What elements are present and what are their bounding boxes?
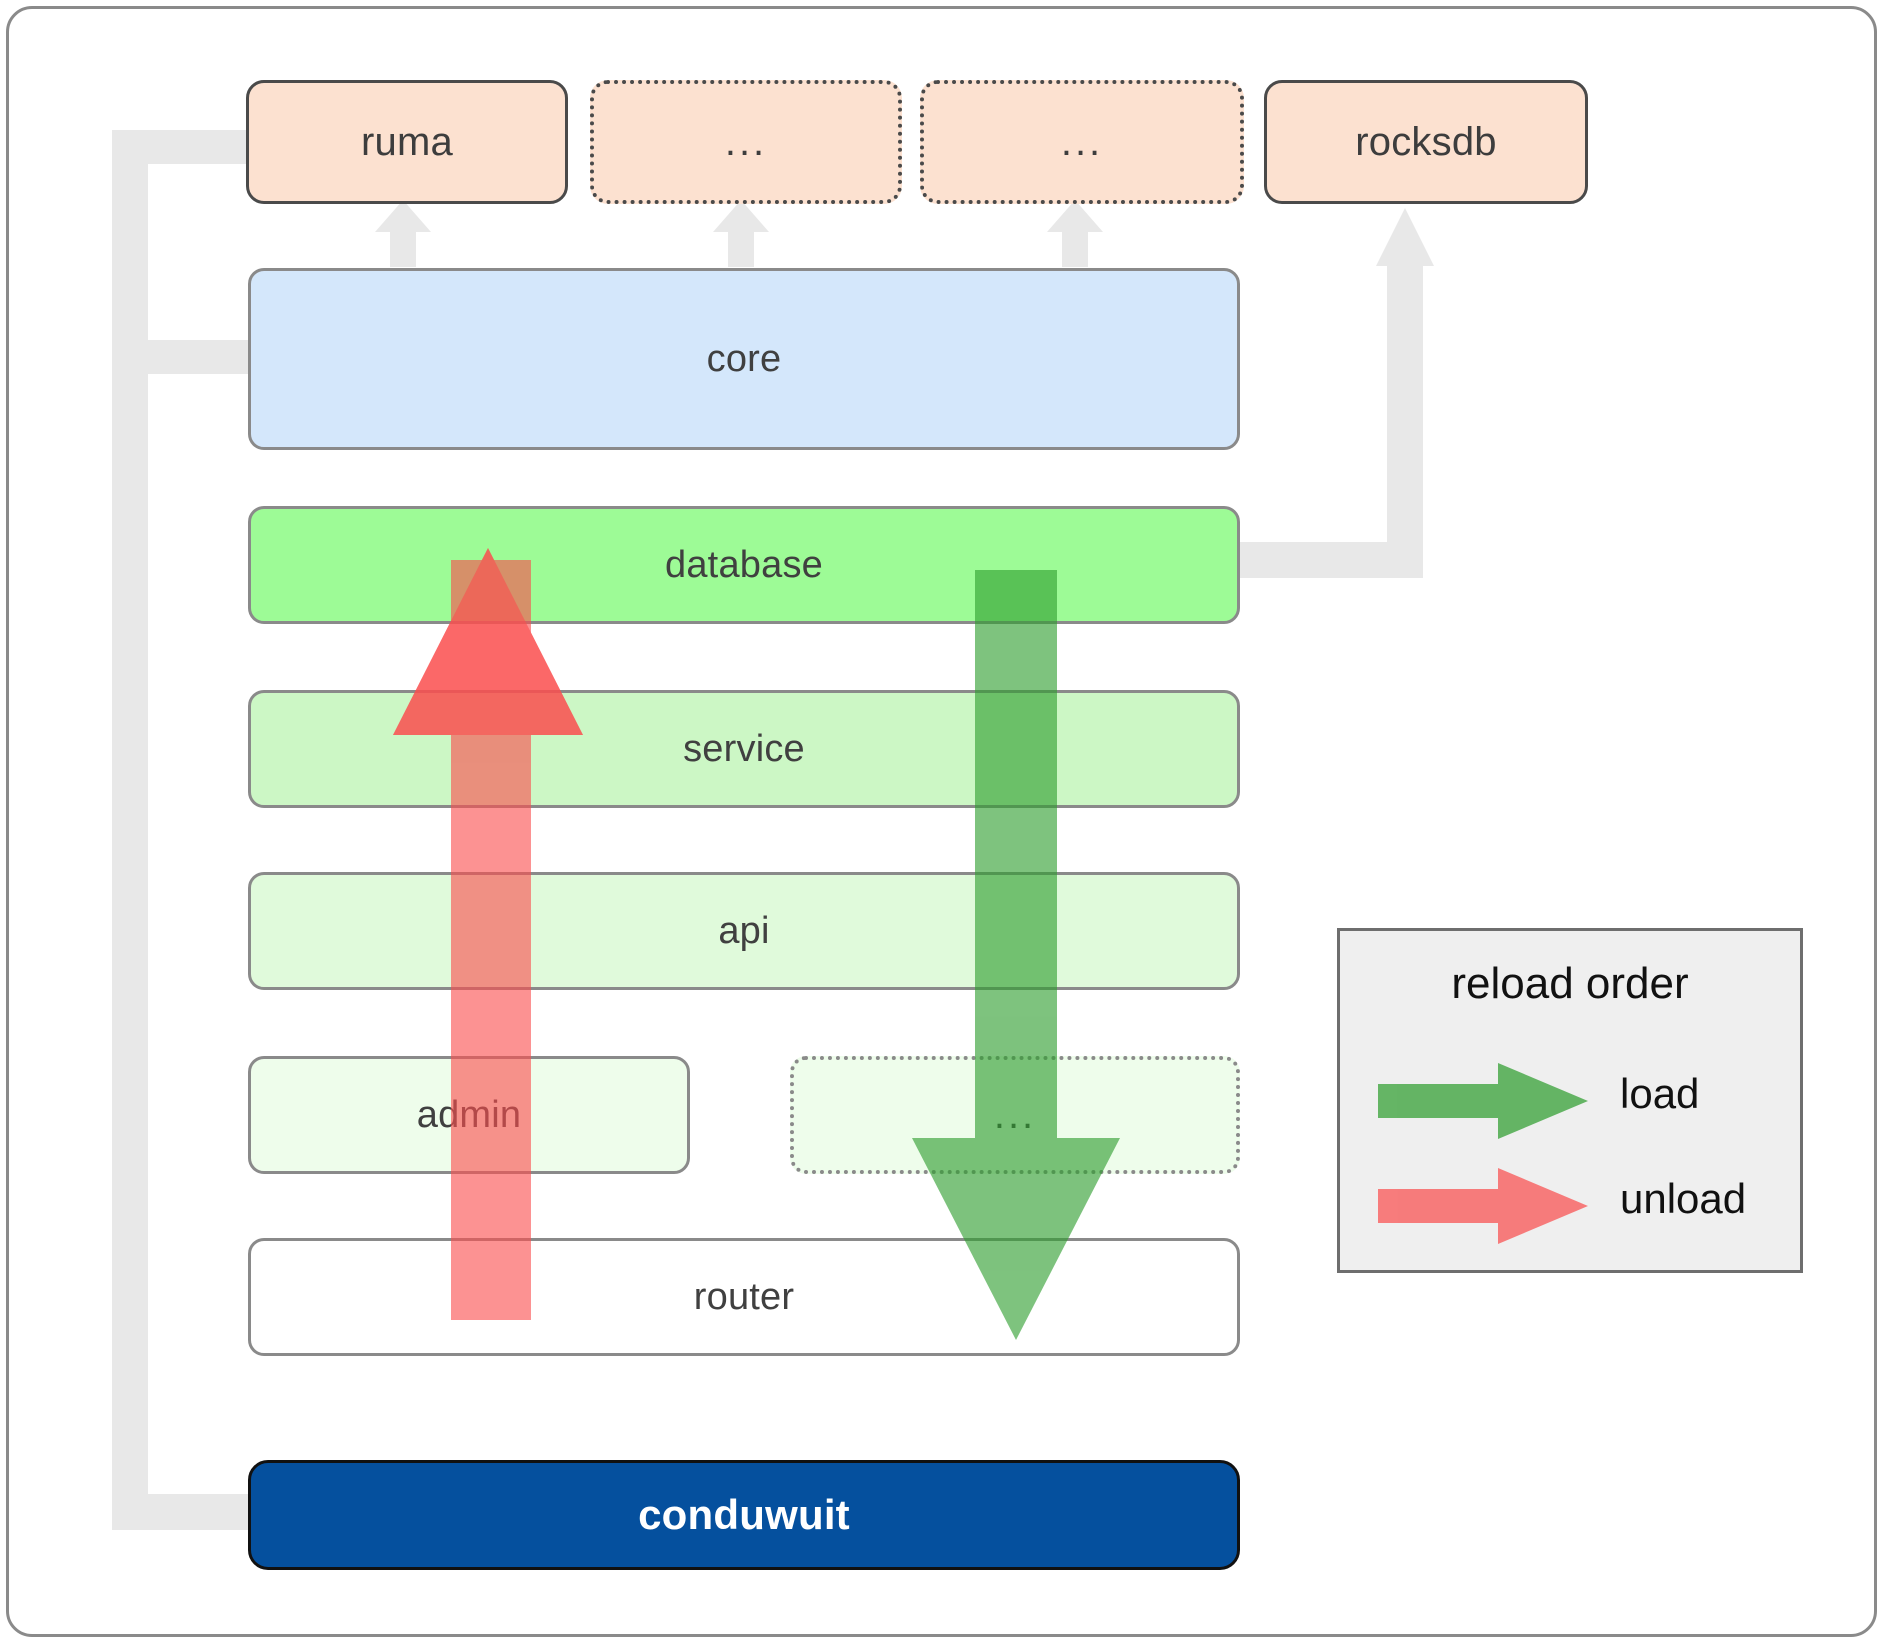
layer-label: admin: [416, 1093, 522, 1136]
layer-label: service: [683, 727, 805, 770]
layer-label: router: [693, 1275, 795, 1318]
layer-label: api: [718, 909, 770, 952]
layer-box-ellipsis[interactable]: ...: [790, 1056, 1240, 1174]
layer-label: database: [665, 543, 823, 586]
dependency-label: ...: [1060, 119, 1104, 164]
legend-panel: reload order load unload: [1337, 928, 1803, 1273]
layer-box-admin[interactable]: admin: [248, 1056, 690, 1174]
dependency-label: ...: [724, 119, 768, 164]
dependency-box-ellipsis-2[interactable]: ...: [920, 80, 1244, 204]
dependency-box-ellipsis-1[interactable]: ...: [590, 80, 902, 204]
layer-box-router[interactable]: router: [248, 1238, 1240, 1356]
layer-box-service[interactable]: service: [248, 690, 1240, 808]
layer-box-core[interactable]: core: [248, 268, 1240, 450]
dependency-box-ruma[interactable]: ruma: [246, 80, 568, 204]
layer-label: ...: [993, 1092, 1037, 1137]
load-arrow-icon: [1378, 1063, 1588, 1139]
root-box-conduwuit[interactable]: conduwuit: [248, 1460, 1240, 1570]
legend-row-unload: unload: [1340, 1161, 1800, 1251]
legend-label: unload: [1620, 1175, 1747, 1222]
dependency-label: ruma: [361, 119, 453, 164]
root-label: conduwuit: [638, 1491, 850, 1538]
legend-title: reload order: [1451, 959, 1689, 1008]
dependency-label: rocksdb: [1355, 119, 1497, 164]
diagram-frame: [6, 6, 1877, 1637]
layer-box-database[interactable]: database: [248, 506, 1240, 624]
legend-label: load: [1620, 1070, 1700, 1117]
layer-box-api[interactable]: api: [248, 872, 1240, 990]
dependency-box-rocksdb[interactable]: rocksdb: [1264, 80, 1588, 204]
layer-label: core: [706, 337, 782, 380]
legend-row-load: load: [1340, 1056, 1800, 1146]
unload-arrow-icon: [1378, 1168, 1588, 1244]
